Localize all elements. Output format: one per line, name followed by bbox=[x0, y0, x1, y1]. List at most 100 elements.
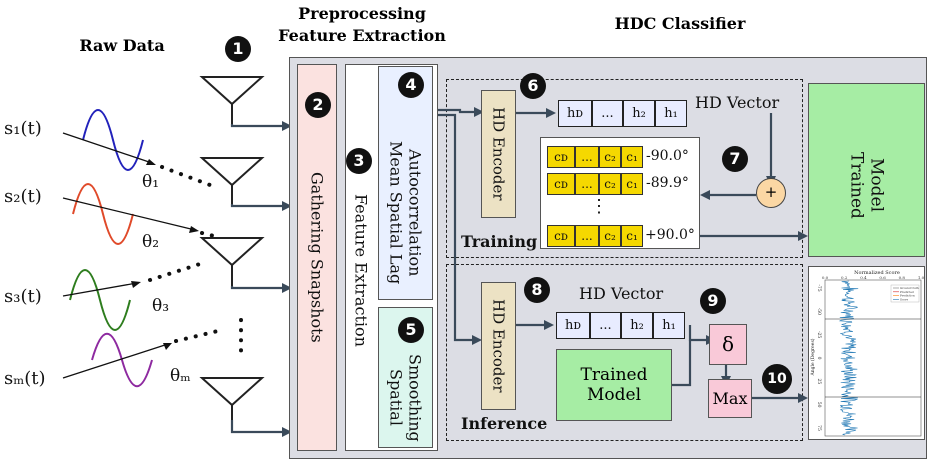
mean-spatial-lag-label-1: Mean Spatial Lag bbox=[386, 141, 406, 285]
antenna-icon bbox=[199, 157, 265, 204]
step-number-4: 4 bbox=[398, 72, 424, 98]
hd-encoder-training: HD Encoder bbox=[481, 90, 516, 218]
hd-encoder-inference: HD Encoder bbox=[481, 282, 516, 410]
raw-data-header: Raw Data bbox=[79, 36, 165, 55]
antenna-link bbox=[230, 286, 282, 290]
hdc-classifier-header: HDC Classifier bbox=[614, 14, 746, 33]
antenna-icon bbox=[199, 377, 265, 420]
class-cell: cᴅ bbox=[547, 146, 575, 168]
output-plot: Normalized Score 0.0 0.2 0.4 0.6 0.8 1.0 -75 -… bbox=[808, 266, 925, 440]
vertical-ellipsis: ⋮ bbox=[590, 196, 608, 217]
plot-x-tick: 0.2 bbox=[841, 275, 848, 280]
signal-label-1: s₁(t) bbox=[4, 118, 42, 139]
signal-label-3: s₃(t) bbox=[4, 286, 42, 307]
hd-vector-cell: ... bbox=[592, 100, 623, 127]
trained-model-right: Trained Model bbox=[808, 83, 925, 257]
class-cell: cᴅ bbox=[547, 173, 575, 195]
antenna-link bbox=[230, 124, 282, 128]
class-cell: c₂ bbox=[599, 173, 621, 195]
step-number-7: 7 bbox=[722, 146, 748, 172]
plus-label: + bbox=[764, 183, 778, 201]
antenna-icon bbox=[199, 237, 265, 286]
class-angle: +90.0° bbox=[645, 227, 695, 243]
class-angle: -89.9° bbox=[646, 175, 689, 191]
antenna-icon bbox=[199, 76, 265, 124]
step-number-5: 5 bbox=[398, 317, 424, 343]
signals-and-antennas bbox=[62, 76, 292, 437]
step-number-9: 9 bbox=[700, 288, 726, 314]
plot-legend-label: Predicted bbox=[900, 290, 914, 294]
class-cell: c₁ bbox=[621, 146, 643, 168]
max-block: Max bbox=[708, 379, 752, 418]
trained-model-right-line2: Model bbox=[866, 157, 887, 213]
step-number-6: 6 bbox=[520, 73, 546, 99]
signal-wave-1 bbox=[82, 109, 144, 171]
class-cell: c₂ bbox=[599, 146, 621, 168]
step-number-10: 10 bbox=[762, 364, 792, 394]
hd-vector-cell: h₂ bbox=[623, 100, 655, 127]
step-number-2: 2 bbox=[305, 92, 331, 118]
preprocessing-header-line2: Feature Extraction bbox=[278, 26, 446, 45]
hd-encoder-inference-label: HD Encoder bbox=[489, 299, 508, 393]
plot-x-tick: 0.8 bbox=[899, 275, 906, 280]
angle-label-2: θ₂ bbox=[142, 232, 160, 252]
mean-spatial-lag-block: Mean Spatial Lag Autocorrelation bbox=[378, 66, 433, 300]
max-label: Max bbox=[712, 389, 748, 408]
class-cell: ... bbox=[575, 173, 599, 195]
class-cell: c₁ bbox=[621, 173, 643, 195]
signal-wave-2 bbox=[72, 183, 134, 245]
hd-vector-training-label: HD Vector bbox=[695, 93, 780, 112]
class-angle: -90.0° bbox=[646, 148, 689, 164]
signal-wave-4 bbox=[91, 332, 153, 388]
class-cell: ... bbox=[575, 146, 599, 168]
signal-label-4: sₘ(t) bbox=[4, 368, 46, 389]
step-number-8: 8 bbox=[524, 277, 550, 303]
step-number-1: 1 bbox=[225, 36, 251, 62]
antenna-link bbox=[230, 420, 282, 434]
hd-vector-inference-cell: h₂ bbox=[621, 312, 653, 339]
feature-extraction-label: Feature Extraction bbox=[351, 193, 371, 347]
mean-spatial-lag-label-2: Autocorrelation bbox=[405, 149, 425, 277]
angle-label-3: θ₃ bbox=[152, 296, 170, 316]
antenna-link bbox=[230, 204, 282, 208]
plot-x-tick: 0.0 bbox=[822, 275, 829, 280]
plot-title: Normalized Score bbox=[854, 270, 900, 276]
plot-frame bbox=[824, 279, 922, 437]
plot-y-tick: 0 bbox=[816, 357, 822, 360]
plot-legend-box bbox=[890, 284, 920, 303]
spatial-smoothing-label-2: Smoothing bbox=[405, 353, 425, 442]
plot-y-tick: -25 bbox=[816, 331, 822, 338]
hd-vector-inference-cell: ... bbox=[590, 312, 621, 339]
class-cell: c₂ bbox=[599, 225, 621, 247]
preprocessing-header-line1: Preprocessing bbox=[298, 4, 426, 23]
hd-vector-inference-label: HD Vector bbox=[579, 284, 664, 303]
plot-legend-label: Score bbox=[900, 297, 909, 301]
plot-ylabel: Angle (Degrees) bbox=[809, 338, 816, 376]
gathering-snapshots-block: Gathering Snapshots bbox=[297, 64, 337, 451]
plot-y-tick: -75 bbox=[816, 284, 822, 291]
hd-vector-cell: hᴅ bbox=[558, 100, 592, 127]
plot-y-tick: 50 bbox=[816, 402, 822, 408]
trained-model-inference-line2: Model bbox=[586, 385, 642, 405]
trained-model-inference: Trained Model bbox=[556, 349, 672, 421]
plot-x-tick: 0.4 bbox=[860, 275, 867, 280]
class-cell: c₁ bbox=[621, 225, 643, 247]
inference-region bbox=[446, 264, 803, 441]
spatial-smoothing-label-1: Spatial bbox=[386, 369, 406, 426]
signal-label-2: s₂(t) bbox=[4, 186, 42, 207]
plot-score-line bbox=[838, 280, 859, 436]
plot-y-tick: -50 bbox=[816, 308, 822, 315]
delta-label: δ bbox=[721, 332, 735, 356]
training-region bbox=[446, 79, 803, 258]
signal-wave-3 bbox=[69, 269, 131, 331]
plot-x-tick: 0.6 bbox=[879, 275, 886, 280]
plot-x-tick: 1.0 bbox=[918, 275, 924, 280]
angle-label-4: θₘ bbox=[170, 366, 191, 386]
step-number-3: 3 bbox=[346, 148, 372, 174]
output-plot-svg: Normalized Score 0.0 0.2 0.4 0.6 0.8 1.0 -75 -… bbox=[809, 270, 924, 437]
class-cell: ... bbox=[575, 225, 599, 247]
plot-y-tick: 75 bbox=[816, 425, 822, 431]
trained-model-inference-line1: Trained bbox=[580, 365, 648, 385]
class-cell: cᴅ bbox=[547, 225, 575, 247]
inference-label: Inference bbox=[461, 414, 548, 433]
